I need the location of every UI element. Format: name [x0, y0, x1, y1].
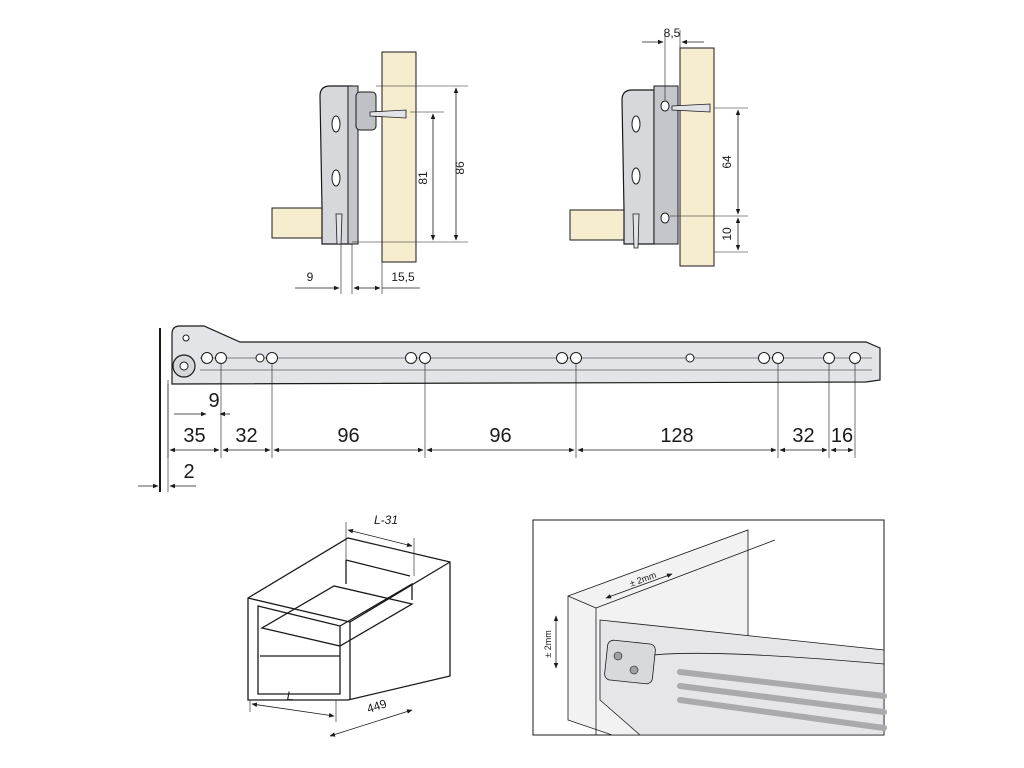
drawer-dim-449: 449: [365, 696, 389, 716]
rail-extension-lines: [167, 364, 856, 458]
rail-clip: [355, 91, 377, 131]
adjustment-detail-panel: [532, 519, 887, 736]
mounting-figure-2: 8,5 64 10: [569, 26, 748, 267]
front-panel-wood: [679, 47, 715, 267]
fig1-dim-81: 81: [416, 171, 430, 185]
rail-hole: [419, 352, 431, 364]
rail-hole: [570, 352, 582, 364]
bracket-slot-upper-2: [631, 115, 641, 133]
bracket-slot-lower: [331, 169, 341, 187]
spacing-dimension-label: 128: [660, 425, 693, 447]
spacing-dimension-label: 16: [831, 425, 853, 447]
fig2-dim-64: 64: [720, 155, 734, 169]
rail-hole: [405, 352, 417, 364]
drawer-dim-l: L: [287, 689, 294, 703]
rail-hole: [823, 352, 835, 364]
bottom-screw-icon: [335, 213, 343, 245]
flange-hole-upper: [660, 100, 670, 112]
adjuster-screw-2: [629, 665, 639, 675]
bracket-slot-upper: [331, 115, 341, 133]
spacing-dimension-label: 96: [489, 425, 511, 447]
rail-hole: [849, 352, 861, 364]
bottom-screw-icon-2: [632, 213, 640, 249]
front-screw-icon: [671, 103, 711, 113]
side-panel-wood: [381, 51, 417, 263]
rail-hole: [772, 352, 784, 364]
bracket-slot-lower-2: [631, 167, 641, 185]
rail-body: [171, 325, 881, 385]
rail-hole: [266, 352, 278, 364]
mounting-bracket-2: [621, 89, 655, 245]
rail-hole: [201, 352, 213, 364]
spacing-dimension-label: 96: [337, 425, 359, 447]
adjuster-plate: [604, 639, 656, 685]
spacing-dimension-label: 32: [792, 425, 814, 447]
fig1-dim-9: 9: [307, 270, 314, 284]
rail-hole: [255, 353, 265, 363]
rail-holes: [201, 352, 861, 364]
detail-tol-vertical: ± 2mm: [543, 630, 553, 657]
adjuster-screw-1: [613, 651, 623, 661]
spacing-dimension-label: 32: [235, 425, 257, 447]
rail-dim-2: 2: [183, 461, 194, 483]
mounting-figure-1: 86 81 9 15,5: [271, 51, 468, 294]
fig2-dim-8-5: 8,5: [664, 26, 681, 40]
drawer-box-isometric: [247, 522, 451, 737]
fig1-dim-86: 86: [453, 161, 467, 175]
fig2-dim-10: 10: [720, 227, 734, 241]
spacing-dimension-label: 35: [183, 425, 205, 447]
flange-hole-lower: [660, 212, 670, 224]
drawer-rail-elevation: 9 35 32 96 96 128 32 16 2: [138, 325, 881, 492]
fig1-dim-15-5: 15,5: [391, 270, 415, 284]
bracket-flange: [347, 85, 359, 245]
rail-hole: [215, 352, 227, 364]
rail-hole: [758, 352, 770, 364]
rail-spacing-chain: 35 32 96 96 128 32 16: [169, 425, 854, 453]
rail-hole: [685, 353, 695, 363]
rail-dim-9: 9: [208, 390, 219, 412]
rail-hole: [556, 352, 568, 364]
drawer-dim-l-31: L-31: [374, 513, 398, 527]
side-screw-icon: [369, 109, 407, 119]
